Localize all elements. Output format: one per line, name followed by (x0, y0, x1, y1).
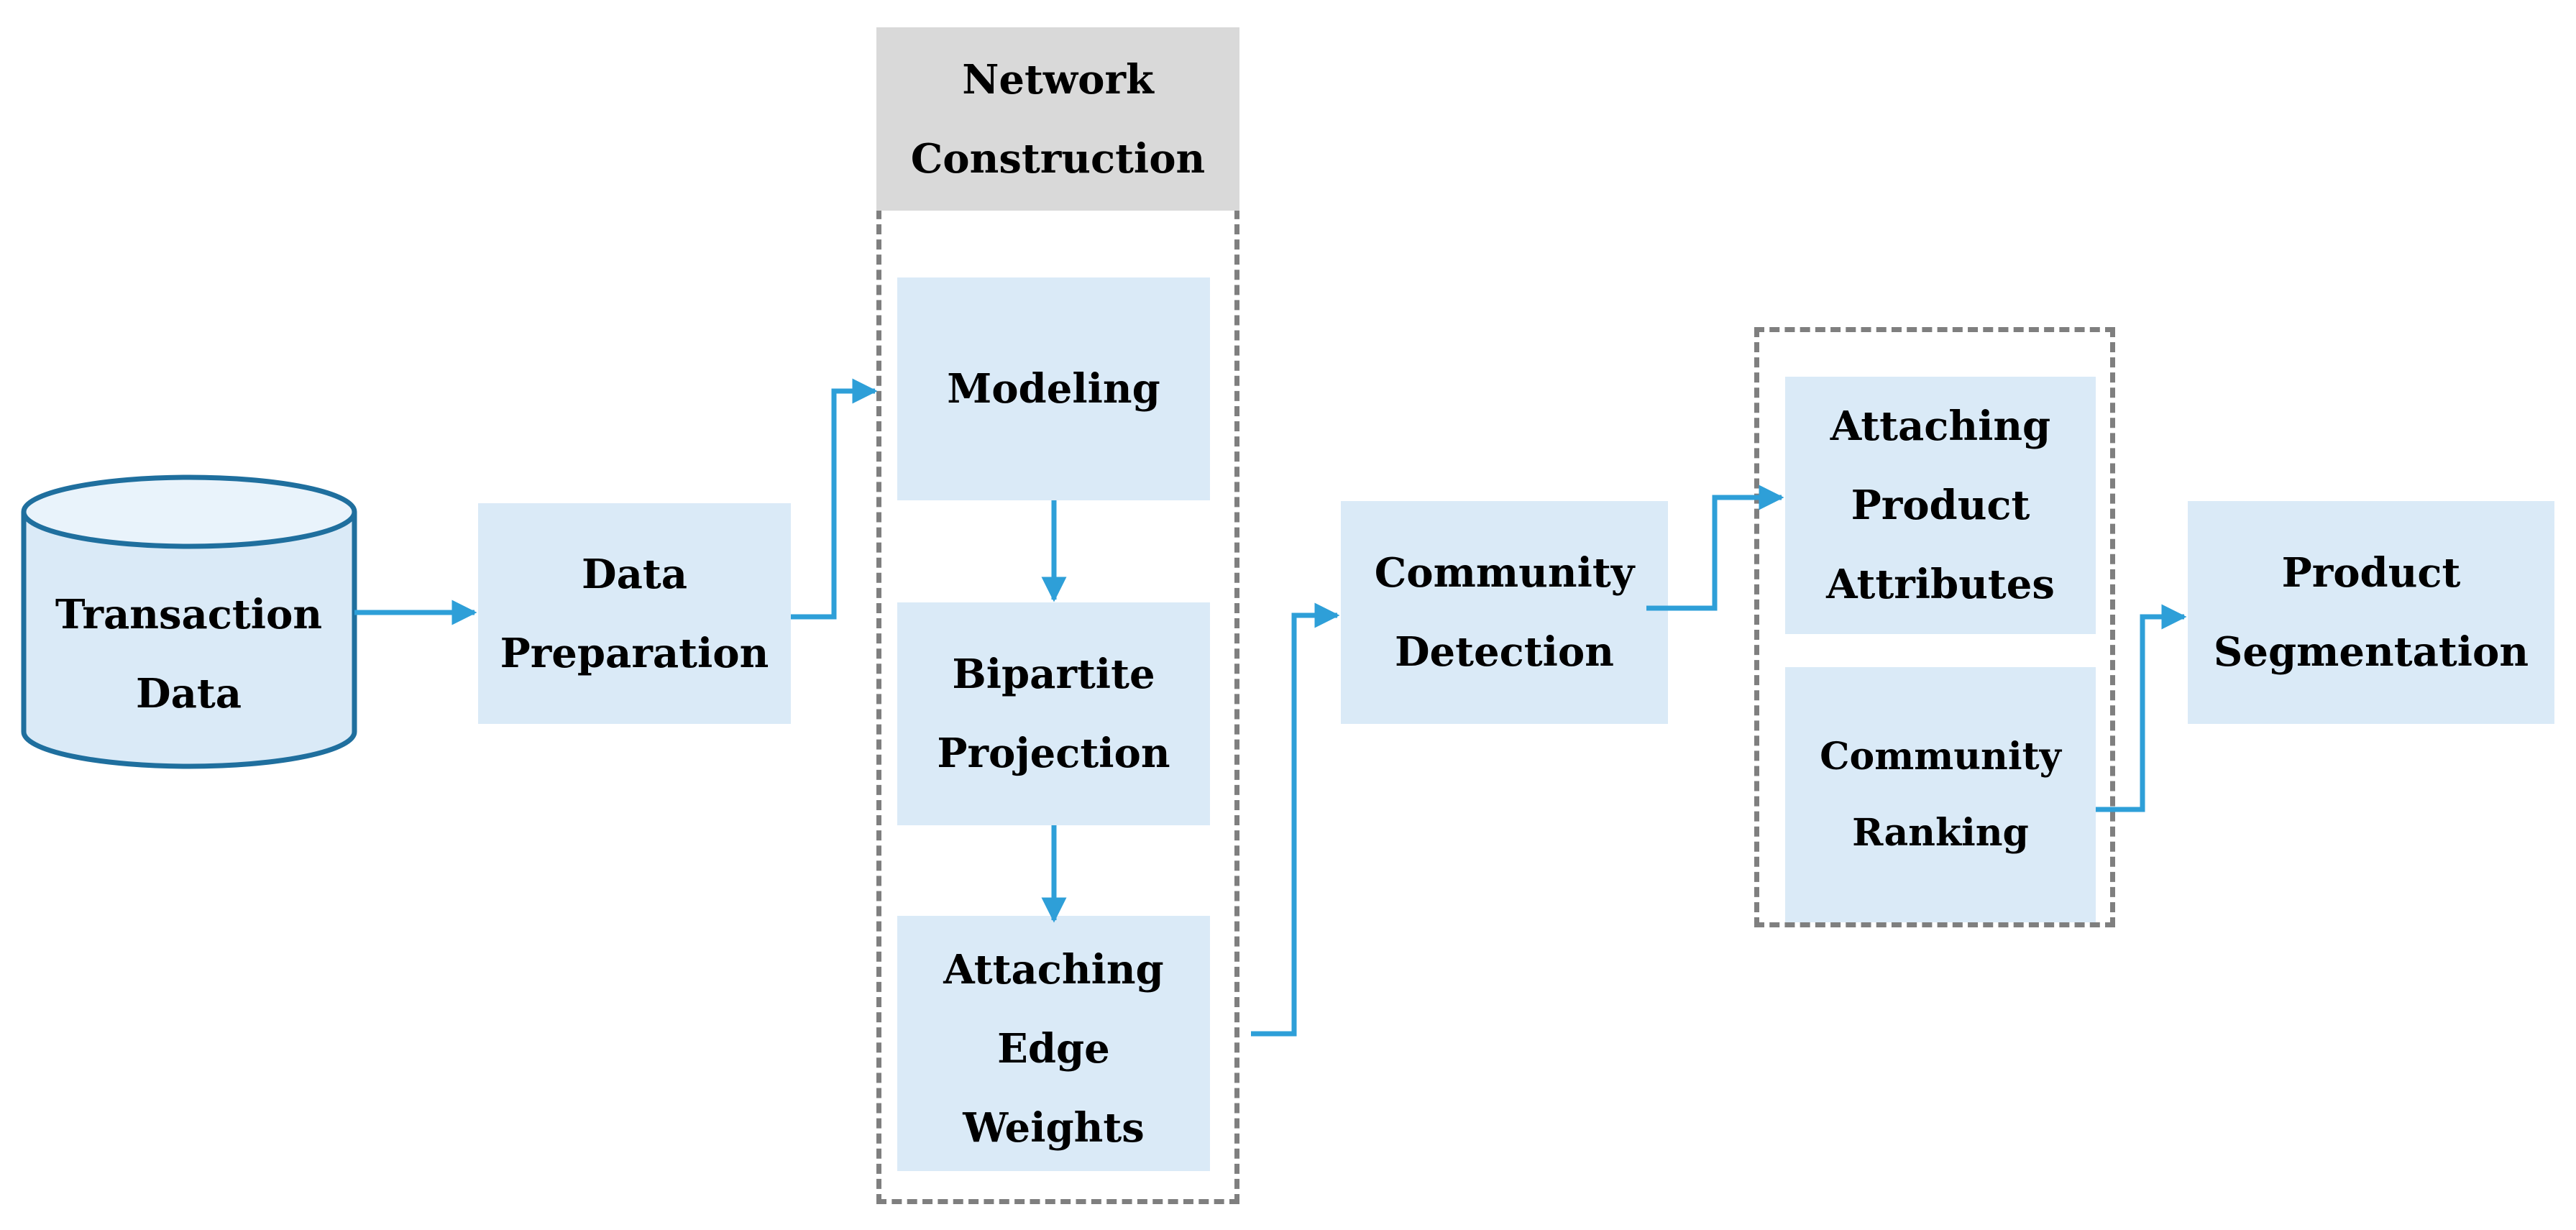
community-ranking-label: Community Ranking (1820, 734, 2061, 855)
product-segmentation-box: Product Segmentation (2188, 501, 2554, 724)
attaching-product-attributes-label: Attaching Product Attributes (1826, 403, 2055, 608)
attributes-ranking-group (1754, 327, 2115, 927)
bipartite-projection-box: Bipartite Projection (897, 602, 1210, 825)
data-preparation-box: Data Preparation (478, 503, 791, 724)
attaching-product-attributes-box: Attaching Product Attributes (1785, 377, 2096, 634)
network-construction-label: Network Construction (910, 55, 1206, 183)
product-segmentation-label: Product Segmentation (2213, 549, 2529, 676)
arrow-detection-to-attributes (1646, 485, 1784, 611)
bipartite-projection-label: Bipartite Projection (937, 651, 1170, 777)
transaction-data-label: Transaction Data (55, 591, 323, 717)
network-construction-header: Network Construction (876, 27, 1239, 211)
arrow-preparation-to-modeling (791, 378, 878, 620)
community-detection-box: Community Detection (1341, 501, 1668, 724)
modeling-label: Modeling (947, 365, 1160, 413)
attaching-edge-weights-label: Attaching Edge Weights (943, 946, 1164, 1152)
attaching-edge-weights-box: Attaching Edge Weights (897, 916, 1210, 1171)
data-preparation-label: Data Preparation (500, 550, 769, 677)
arrow-ranking-to-segmentation (2096, 604, 2187, 812)
arrow-edge-weights-to-community-detection (1251, 602, 1340, 1037)
database-cylinder-icon (21, 474, 357, 769)
community-ranking-box: Community Ranking (1785, 667, 2096, 922)
modeling-box: Modeling (897, 277, 1210, 500)
community-detection-label: Community Detection (1374, 549, 1635, 676)
transaction-data-label-wrap: Transaction Data (25, 568, 352, 740)
